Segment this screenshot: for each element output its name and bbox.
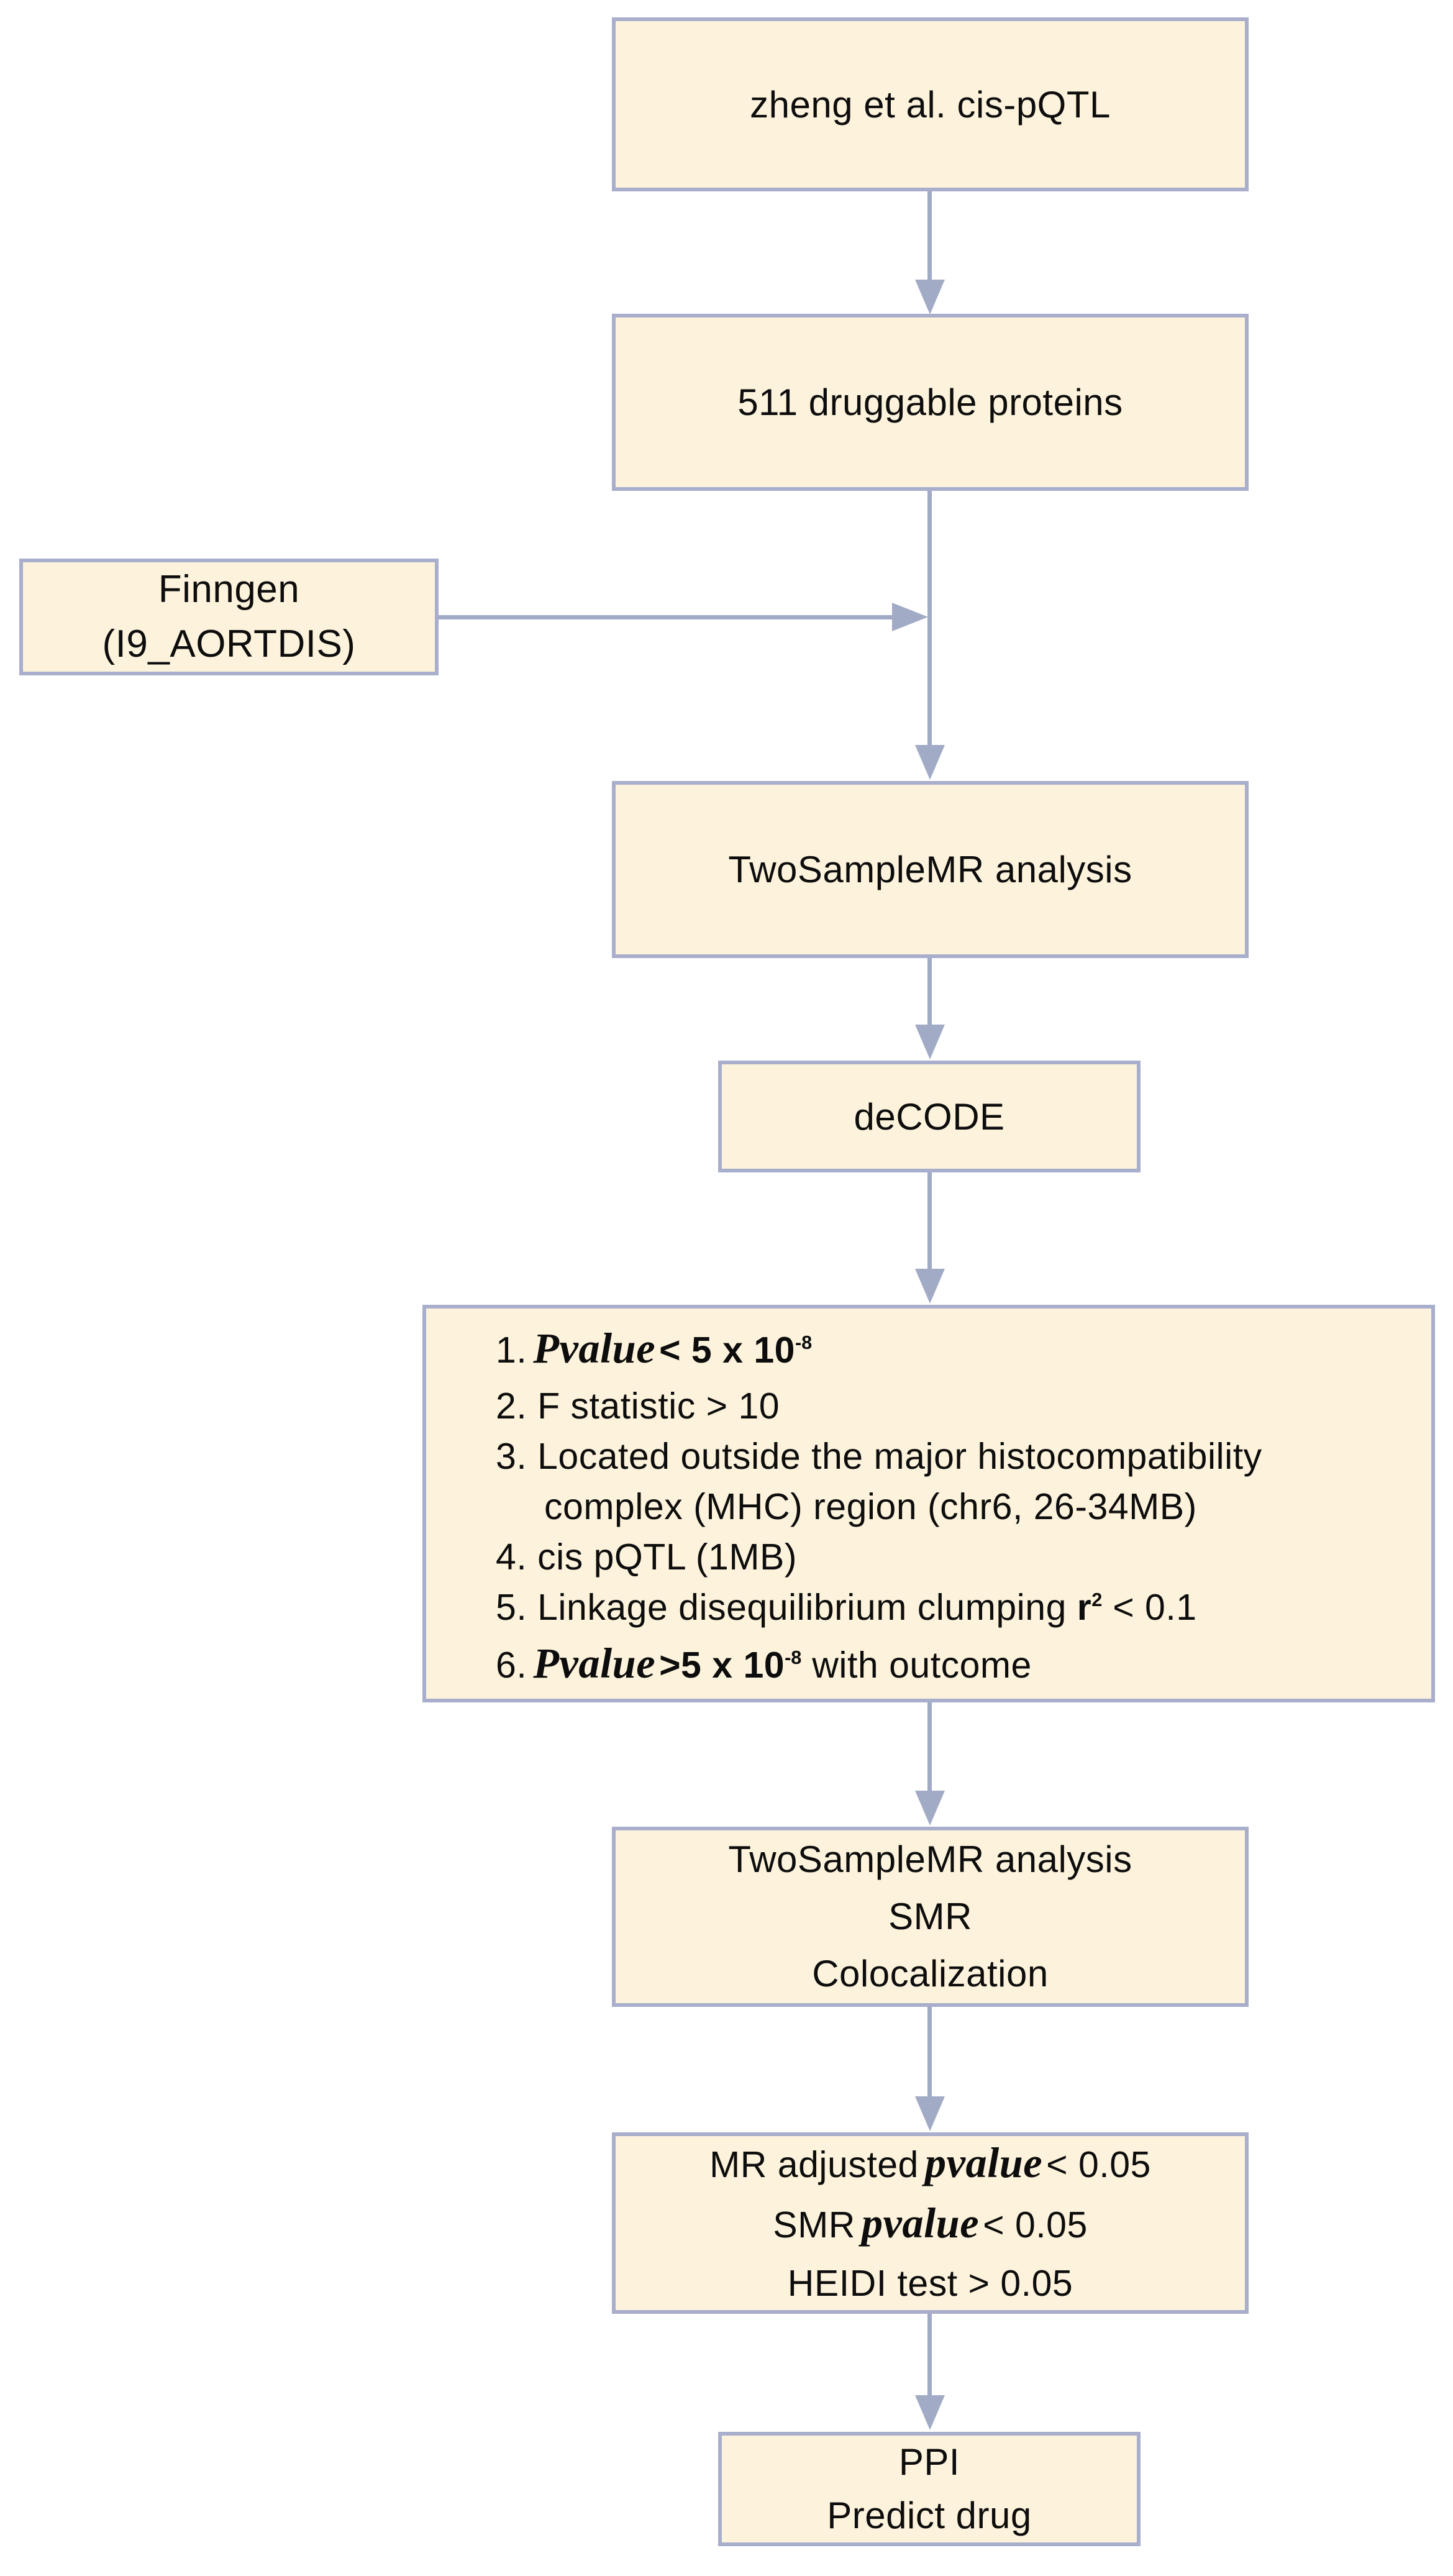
criteria-text: complex (MHC) region (chr6, 26-34MB) — [544, 1486, 1197, 1527]
pvalue-italic: pvalue — [861, 2199, 980, 2247]
node-finngen-outcome: Finngen (I9_AORTDIS) — [19, 559, 439, 675]
node-label-line: TwoSampleMR analysis — [728, 1838, 1132, 1880]
threshold-text: HEIDI test > 0.05 — [787, 2263, 1073, 2304]
arrowhead-down-icon — [915, 280, 945, 314]
node-label: deCODE — [854, 1095, 1005, 1138]
arrowhead-down-icon — [915, 745, 945, 780]
criteria-item-number: 1. — [496, 1330, 527, 1371]
node-label: zheng et al. cis-pQTL — [750, 83, 1111, 126]
arrow-stem-analysis-thresholds — [927, 2007, 932, 2098]
node-label-line: Colocalization — [812, 1953, 1049, 1994]
arrow-stem-decode-criteria — [927, 1172, 932, 1270]
superscript-exponent: -8 — [795, 1331, 813, 1353]
criteria-condition: >5 x 10 — [659, 1645, 785, 1686]
arrowhead-down-icon — [915, 1269, 945, 1304]
arrowhead-down-icon — [915, 2096, 945, 2131]
criteria-condition: < 5 x 10 — [659, 1330, 795, 1371]
criteria-item-1: 1.Pvalue< 5 x 10-8 — [496, 1323, 812, 1381]
threshold-line-3: HEIDI test > 0.05 — [788, 2254, 1073, 2313]
node-ppi-predict-drug: PPI Predict drug — [718, 2432, 1141, 2546]
arrow-stem-druggable-mr1 — [927, 491, 932, 746]
criteria-text: 5. Linkage disequilibrium clumping — [496, 1587, 1077, 1628]
arrow-stem-criteria-analysis — [927, 1702, 932, 1792]
criteria-item-2: 2. F statistic > 10 — [496, 1381, 780, 1432]
threshold-text: SMR — [773, 2204, 855, 2245]
node-label-line: (I9_AORTDIS) — [102, 623, 356, 665]
node-label: 511 druggable proteins — [737, 381, 1123, 423]
threshold-text: < 0.05 — [983, 2204, 1088, 2245]
arrow-stem-mr1-decode — [927, 958, 932, 1026]
arrowhead-down-icon — [915, 1025, 945, 1059]
arrow-stem-finngen-join — [439, 615, 892, 619]
node-label-line: Predict drug — [827, 2495, 1032, 2536]
superscript-exponent: -8 — [785, 1646, 802, 1668]
arrow-stem-zheng-druggable — [927, 191, 932, 281]
pvalue-italic: Pvalue — [533, 1325, 656, 1372]
arrow-stem-thresholds-ppi — [927, 2314, 932, 2396]
node-twosamplemr-analysis: TwoSampleMR analysis — [612, 781, 1249, 958]
criteria-text: with outcome — [801, 1645, 1032, 1686]
node-label: TwoSampleMR analysis — [728, 849, 1132, 890]
criteria-item-number: 6. — [496, 1645, 527, 1686]
criteria-text: 2. F statistic > 10 — [496, 1386, 780, 1427]
node-label-line: PPI — [898, 2441, 960, 2483]
criteria-item-4: 4. cis pQTL (1MB) — [496, 1532, 797, 1583]
threshold-text: MR adjusted — [709, 2144, 919, 2185]
threshold-text: < 0.05 — [1046, 2144, 1151, 2185]
node-label-line: Finngen — [158, 568, 300, 611]
node-instrument-selection-criteria: 1.Pvalue< 5 x 10-8 2. F statistic > 10 3… — [422, 1305, 1435, 1702]
criteria-item-5: 5. Linkage disequilibrium clumping r2 < … — [496, 1583, 1197, 1638]
pvalue-italic: Pvalue — [533, 1640, 656, 1687]
pvalue-italic: pvalue — [924, 2139, 1043, 2186]
arrowhead-down-icon — [915, 2395, 945, 2430]
criteria-item-3-line-1: 3. Located outside the major histocompat… — [496, 1432, 1262, 1482]
superscript-exponent: 2 — [1091, 1588, 1103, 1610]
arrowhead-down-icon — [915, 1791, 945, 1825]
criteria-text: 4. cis pQTL (1MB) — [496, 1537, 797, 1578]
criteria-item-3-line-2: complex (MHC) region (chr6, 26-34MB) — [496, 1482, 1197, 1532]
criteria-text: < 0.1 — [1102, 1587, 1197, 1628]
node-label-line: SMR — [888, 1896, 972, 1937]
arrowhead-right-icon — [892, 603, 928, 631]
r-term: r — [1077, 1587, 1092, 1628]
node-druggable-proteins: 511 druggable proteins — [612, 314, 1249, 491]
criteria-item-6: 6.Pvalue>5 x 10-8 with outcome — [496, 1638, 1032, 1696]
criteria-text: 3. Located outside the major histocompat… — [496, 1436, 1262, 1477]
node-decode: deCODE — [718, 1061, 1141, 1172]
node-zheng-cis-pqtl: zheng et al. cis-pQTL — [612, 17, 1249, 191]
node-analysis-methods: TwoSampleMR analysis SMR Colocalization — [612, 1827, 1249, 2007]
